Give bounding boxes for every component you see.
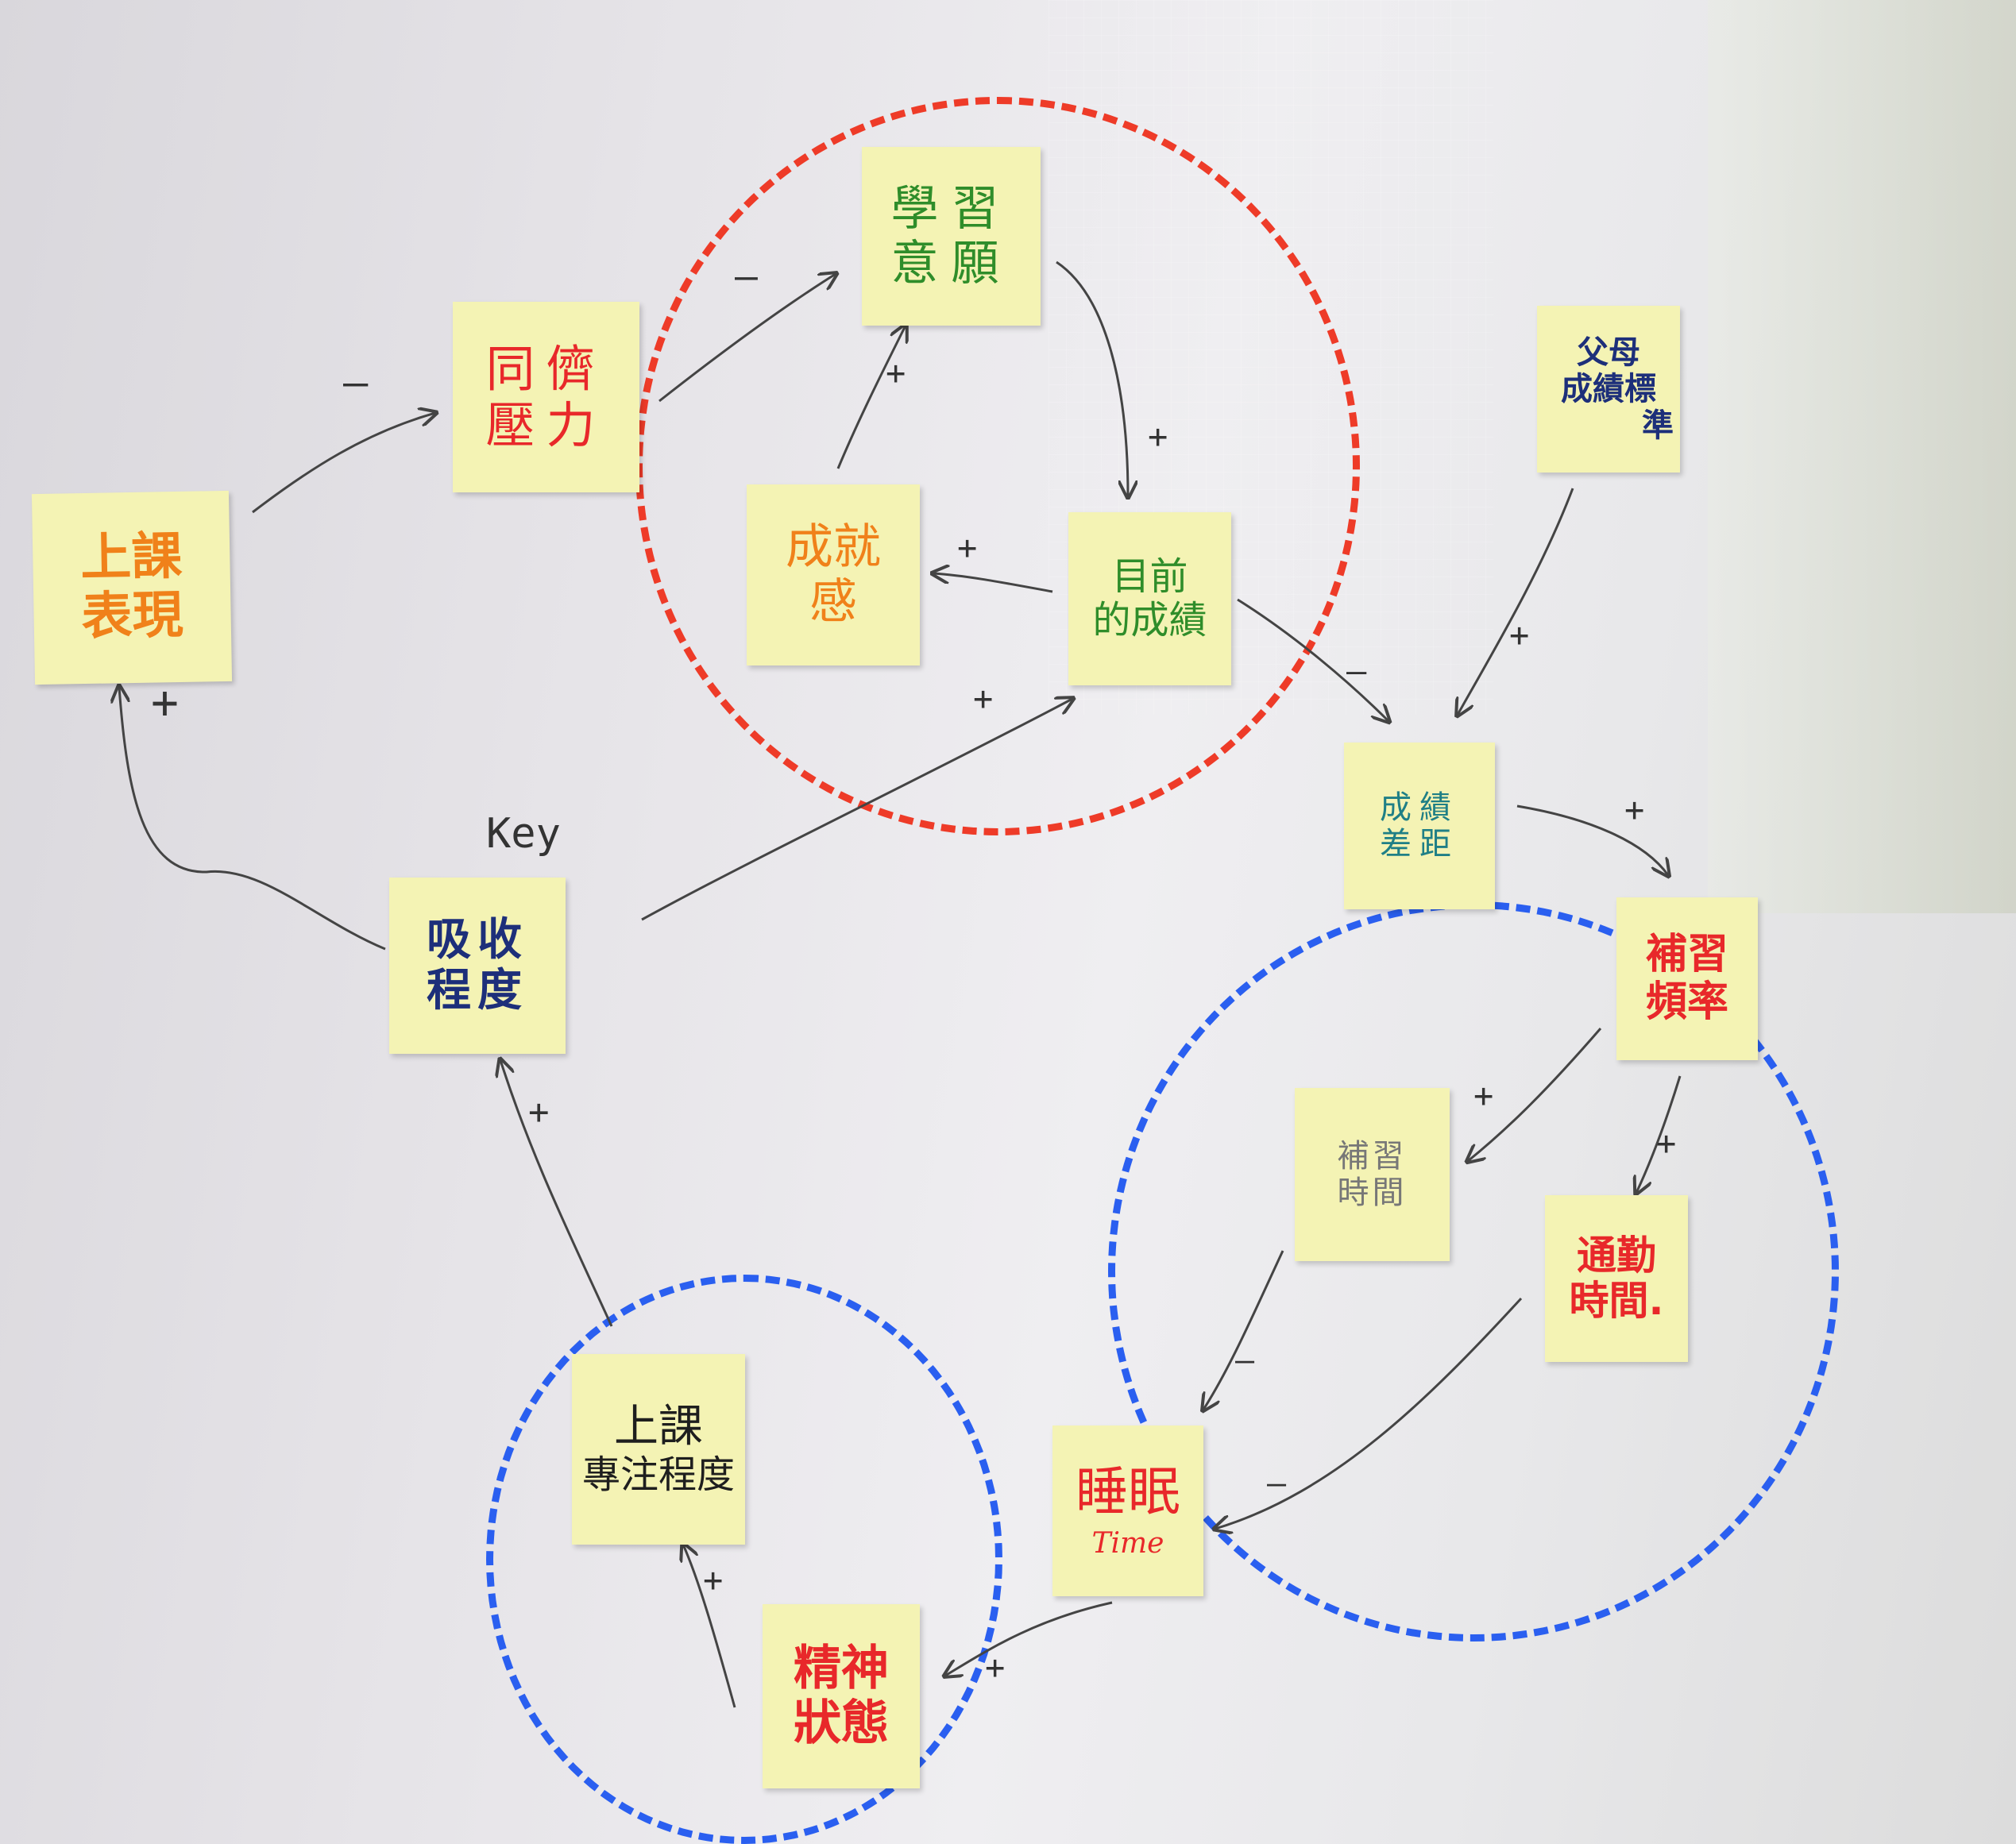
arrow-parent-to-gap — [1458, 488, 1574, 715]
arrow-cram-to-cramtime — [1468, 1028, 1602, 1161]
note-peer-pressure: 同儕壓力 — [453, 302, 639, 492]
arrow-focus-to-absorption — [500, 1060, 613, 1327]
polarity-plus-focus-absorption: + — [528, 1092, 550, 1132]
polarity-plus-sleep-mental: + — [985, 1648, 1006, 1687]
note-commute-time: 通勤時間. — [1545, 1195, 1688, 1362]
arrow-willingness-to-grades — [1056, 260, 1128, 496]
polarity-plus-absorption-grades: + — [973, 679, 994, 718]
note-learning-willingness: 學習意願 — [862, 147, 1041, 326]
note-absorption: 吸收程度 — [389, 878, 566, 1054]
arrow-sleep-to-mental — [945, 1601, 1113, 1676]
arrow-achievement-to-willingness — [836, 326, 906, 469]
arrow-cramtime-to-sleep — [1203, 1250, 1284, 1410]
arrow-gap-to-cram — [1516, 804, 1668, 875]
note-parent-standard: 父母成績標準 — [1537, 306, 1680, 473]
window-reflection — [1708, 0, 2016, 913]
polarity-plus-achievement-willingness: + — [886, 353, 906, 392]
note-cram-time: 補習時間 — [1295, 1088, 1450, 1261]
note-class-performance: 上課表現 — [31, 490, 233, 685]
arrow-cram-to-commute — [1636, 1075, 1682, 1193]
note-cram-frequency: 補習頻率 — [1616, 897, 1758, 1060]
note-sleep: 睡眠 Time — [1052, 1425, 1203, 1596]
arrow-performance-to-peer — [252, 413, 435, 514]
polarity-plus-gap-cram: + — [1624, 790, 1645, 829]
polarity-minus-commute-sleep: — — [1267, 1465, 1287, 1502]
arrow-commute-to-sleep — [1215, 1297, 1523, 1529]
polarity-plus-cram-cramtime: + — [1473, 1076, 1494, 1115]
polarity-plus-mental-focus: + — [703, 1560, 724, 1599]
arrow-peer-to-willingness — [658, 274, 836, 403]
note-class-focus: 上課專注程度 — [572, 1354, 745, 1545]
polarity-plus-cram-commute: + — [1656, 1124, 1677, 1163]
polarity-plus-willingness-grades: + — [1148, 417, 1168, 456]
arrow-absorption-to-grades — [641, 699, 1072, 921]
note-sense-of-achievement: 成就感 — [747, 484, 920, 665]
polarity-plus-absorption-performance: + — [151, 675, 179, 729]
arrow-grades-to-gap — [1237, 598, 1388, 721]
polarity-minus-grades-gap: — — [1346, 651, 1367, 690]
polarity-minus-peer-willingness: — — [735, 254, 758, 299]
polarity-minus-cramtime-sleep: — — [1235, 1342, 1255, 1379]
polarity-plus-grades-achievement: + — [957, 528, 978, 567]
key-label: Key — [486, 810, 561, 858]
polarity-plus-parent-gap: + — [1509, 615, 1530, 654]
arrow-absorption-to-performance — [119, 687, 386, 951]
blue-loop-circle-left — [486, 1275, 1002, 1844]
arrow-grades-to-achievement — [933, 573, 1053, 593]
note-current-grades: 目前的成績 — [1068, 512, 1231, 685]
polarity-minus-performance-peer: — — [343, 359, 369, 407]
arrow-mental-to-focus — [683, 1545, 736, 1708]
note-grade-gap: 成績差距 — [1344, 743, 1495, 909]
note-mental-state: 精神狀態 — [763, 1604, 920, 1788]
